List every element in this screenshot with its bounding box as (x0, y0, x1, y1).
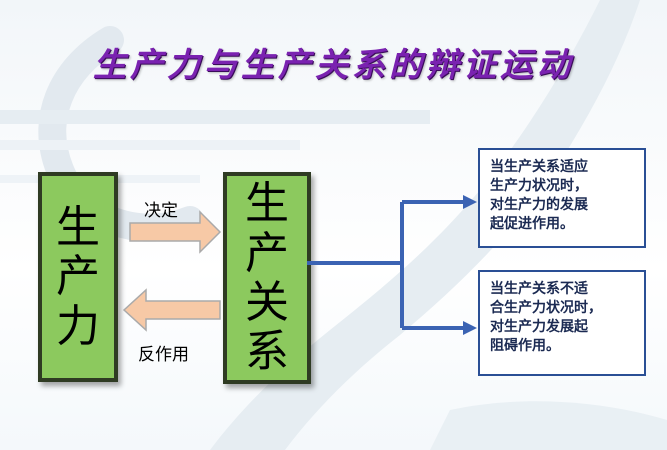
production-relations-box: 生 产 关 系 (223, 172, 311, 384)
connector-arrowhead-bottom (463, 321, 477, 335)
production-relations-char: 生 (245, 178, 289, 230)
productive-forces-char: 产 (56, 251, 100, 303)
production-relations-char: 系 (245, 326, 289, 378)
page-title: 生产力与生产关系的辩证运动 (93, 45, 574, 84)
effect-line: 当生产关系适应 (490, 159, 588, 175)
effect-line: 起促进作用。 (490, 216, 574, 232)
effect-line: 阻碍作用。 (490, 338, 560, 354)
effect-line: 对生产力的发展 (490, 197, 588, 213)
effect-line: 合生产力状况时， (490, 300, 602, 316)
determine-label: 决定 (144, 201, 178, 221)
production-relations-char: 产 (245, 227, 289, 279)
reaction-label: 反作用 (138, 345, 189, 365)
reaction-arrow (122, 288, 221, 332)
determine-arrow (129, 210, 222, 254)
connector-arrowhead-top (463, 195, 477, 209)
productive-forces-box: 生 产 力 (38, 172, 118, 382)
effect-line: 对生产力发展起 (490, 319, 588, 335)
production-relations-char: 关 (245, 277, 289, 328)
effect-line: 当生产关系不适 (490, 281, 588, 297)
hinder-effect-textbox: 当生产关系不适 合生产力状况时， 对生产力发展起 阻碍作用。 (478, 270, 646, 376)
productive-forces-char: 生 (56, 202, 100, 254)
promote-effect-textbox: 当生产关系适应 生产力状况时， 对生产力的发展 起促进作用。 (478, 148, 646, 248)
effect-line: 生产力状况时， (490, 178, 588, 194)
productive-forces-char: 力 (56, 300, 100, 352)
